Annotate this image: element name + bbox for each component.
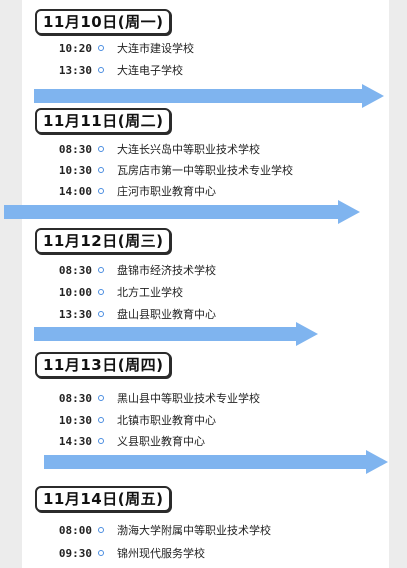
school-name: 大连市建设学校 (117, 42, 194, 55)
circle-bullet-icon (98, 311, 104, 317)
time-label: 10:00 (58, 286, 92, 299)
circle-bullet-icon (98, 188, 104, 194)
schedule-row: 10:00 北方工业学校 (0, 284, 407, 302)
schedule-row: 08:30 大连长兴岛中等职业技术学校 (0, 141, 407, 159)
time-label: 10:20 (58, 42, 92, 55)
time-label: 08:30 (58, 264, 92, 277)
schedule-row: 10:20 大连市建设学校 (0, 40, 407, 58)
schedule-row: 08:30 黑山县中等职业技术专业学校 (0, 390, 407, 408)
time-label: 08:30 (58, 143, 92, 156)
school-name: 黑山县中等职业技术专业学校 (117, 392, 260, 405)
circle-bullet-icon (98, 146, 104, 152)
day-header-1: 11月10日(周一) (35, 9, 172, 35)
time-label: 10:30 (58, 164, 92, 177)
school-name: 盘山县职业教育中心 (117, 308, 216, 321)
school-name: 盘锦市经济技术学校 (117, 264, 216, 277)
time-label: 14:30 (58, 435, 92, 448)
circle-bullet-icon (98, 67, 104, 73)
school-name: 渤海大学附属中等职业技术学校 (117, 524, 271, 537)
day-header-4: 11月13日(周四) (35, 352, 172, 378)
right-arrow-icon (0, 200, 390, 224)
circle-bullet-icon (98, 45, 104, 51)
school-name: 北方工业学校 (117, 286, 183, 299)
school-name: 庄河市职业教育中心 (117, 185, 216, 198)
time-label: 13:30 (58, 308, 92, 321)
schedule-row: 10:30 北镇市职业教育中心 (0, 412, 407, 430)
schedule-row: 14:30 义县职业教育中心 (0, 433, 407, 451)
schedule-row: 14:00 庄河市职业教育中心 (0, 183, 407, 201)
school-name: 义县职业教育中心 (117, 435, 205, 448)
circle-bullet-icon (98, 438, 104, 444)
schedule-row: 08:00 渤海大学附属中等职业技术学校 (0, 522, 407, 540)
schedule-row: 09:30 锦州现代服务学校 (0, 545, 407, 563)
circle-bullet-icon (98, 417, 104, 423)
day-header-3: 11月12日(周三) (35, 228, 172, 254)
schedule-row: 10:30 瓦房店市第一中等职业技术专业学校 (0, 162, 407, 180)
schedule-row: 08:30 盘锦市经济技术学校 (0, 262, 407, 280)
right-arrow-icon (0, 322, 390, 346)
day-header-2: 11月11日(周二) (35, 108, 172, 134)
time-label: 10:30 (58, 414, 92, 427)
schedule-row: 13:30 大连电子学校 (0, 62, 407, 80)
time-label: 09:30 (58, 547, 92, 560)
circle-bullet-icon (98, 167, 104, 173)
school-name: 北镇市职业教育中心 (117, 414, 216, 427)
time-label: 14:00 (58, 185, 92, 198)
circle-bullet-icon (98, 527, 104, 533)
school-name: 瓦房店市第一中等职业技术专业学校 (117, 164, 293, 177)
circle-bullet-icon (98, 395, 104, 401)
schedule-row: 13:30 盘山县职业教育中心 (0, 306, 407, 324)
school-name: 大连长兴岛中等职业技术学校 (117, 143, 260, 156)
time-label: 08:30 (58, 392, 92, 405)
right-arrow-icon (0, 450, 390, 474)
school-name: 大连电子学校 (117, 64, 183, 77)
time-label: 08:00 (58, 524, 92, 537)
time-label: 13:30 (58, 64, 92, 77)
day-header-5: 11月14日(周五) (35, 486, 172, 512)
circle-bullet-icon (98, 267, 104, 273)
circle-bullet-icon (98, 550, 104, 556)
school-name: 锦州现代服务学校 (117, 547, 205, 560)
circle-bullet-icon (98, 289, 104, 295)
right-arrow-icon (0, 84, 390, 108)
